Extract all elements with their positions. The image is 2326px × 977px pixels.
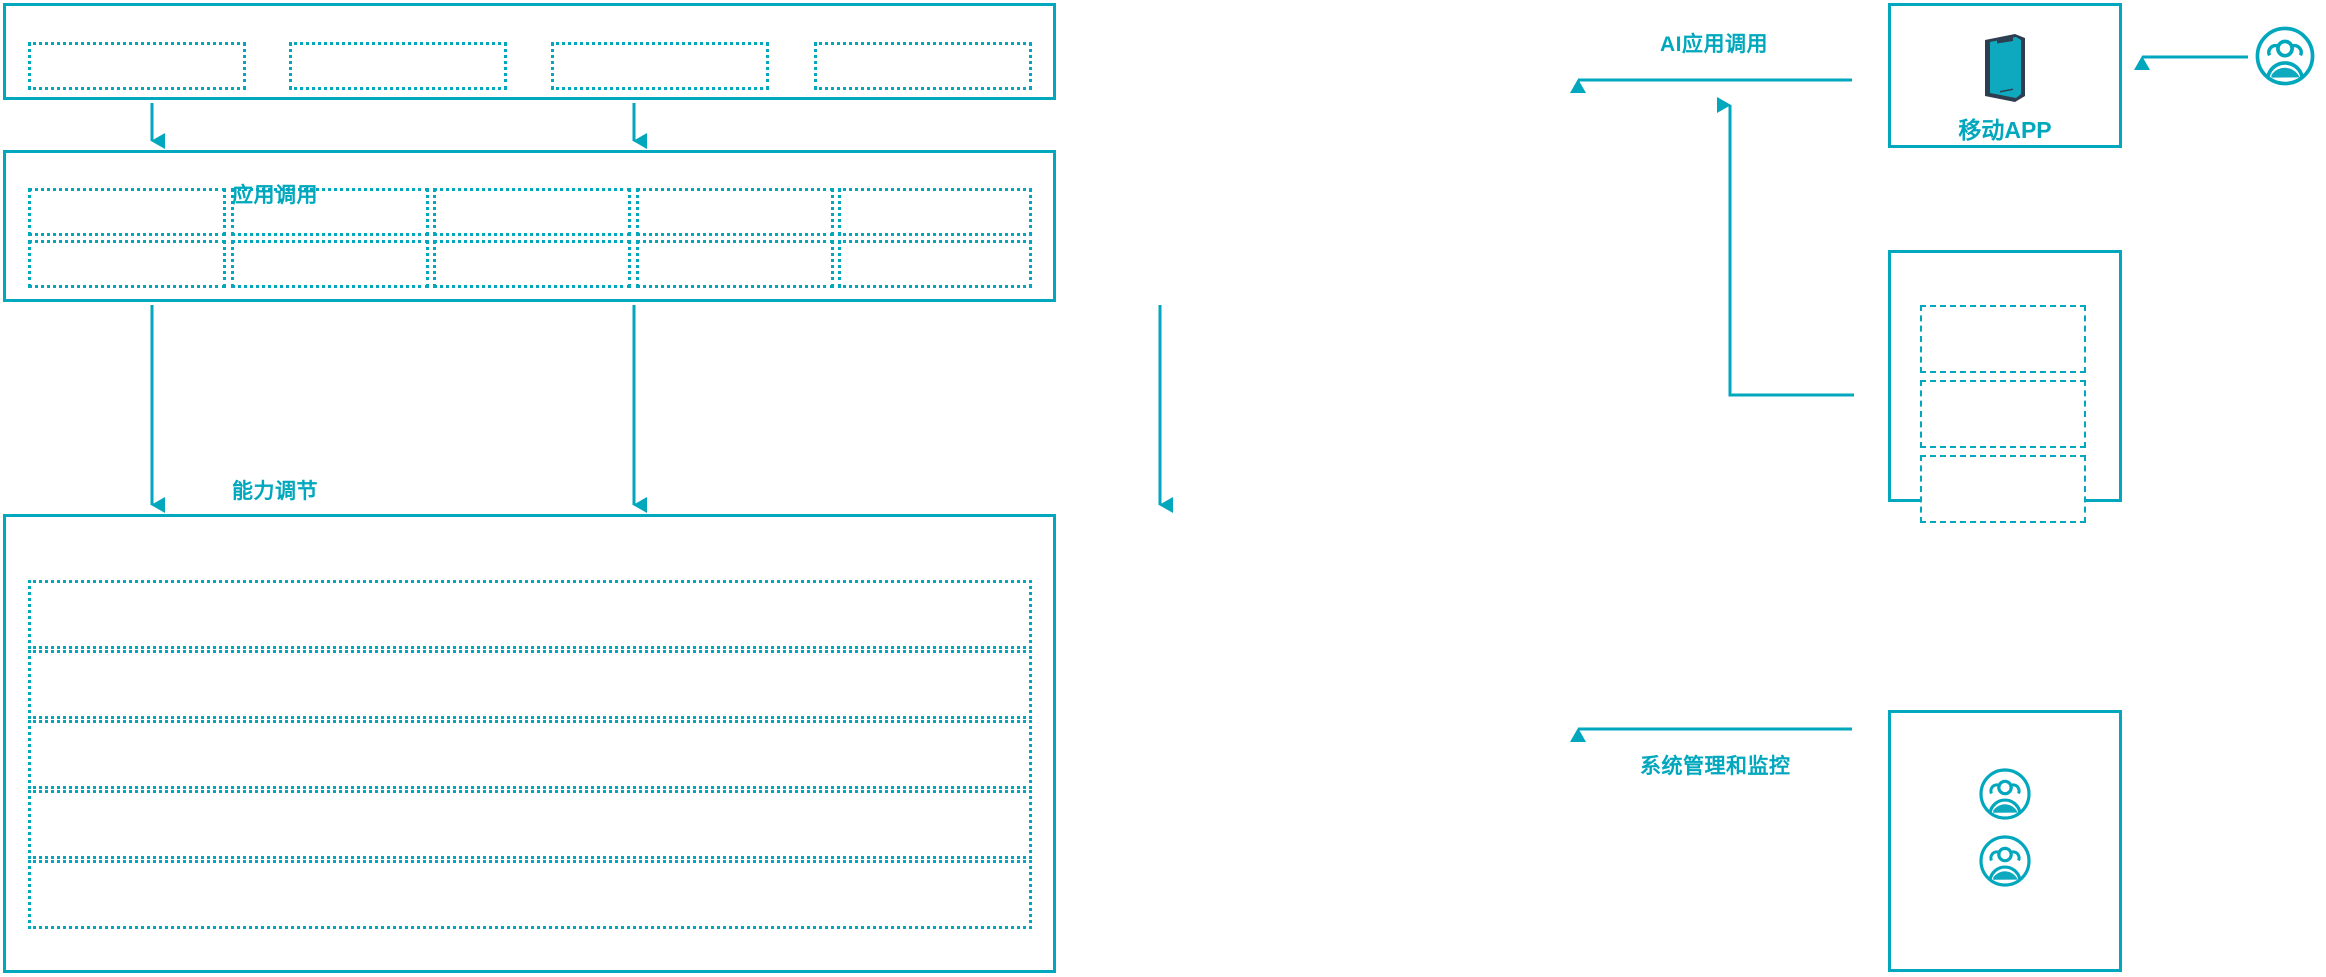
terminal-panel[interactable]	[1888, 250, 2122, 523]
capability-slot-r1c4[interactable]	[636, 188, 834, 236]
platform-row-1[interactable]	[28, 580, 1032, 649]
flow-label-ai-app-call: AI应用调用	[1660, 33, 1768, 56]
capability-slot-r1c3[interactable]	[433, 188, 631, 236]
capability-slot-r2c4[interactable]	[636, 240, 834, 288]
application-slot-4[interactable]	[814, 42, 1032, 90]
application-slot-1[interactable]	[28, 42, 246, 90]
application-slot-2[interactable]	[289, 42, 507, 90]
capability-layer-panel[interactable]	[3, 150, 1056, 302]
flow-label-app-call: 应用调用	[232, 184, 318, 207]
capability-slot-r1c2[interactable]	[231, 188, 429, 236]
terminal-slot-1[interactable]	[1920, 305, 2086, 373]
capability-slot-r1c5[interactable]	[838, 188, 1032, 236]
operator-2-users-group-icon[interactable]	[1978, 834, 2032, 888]
arrow-terminal-riser	[1717, 97, 1854, 397]
flow-label-sys-monitor: 系统管理和监控	[1640, 755, 1791, 778]
mobile-phone-icon	[1975, 30, 2035, 108]
mobile-app-caption: 移动APP	[1958, 117, 2052, 143]
terminal-slot-2[interactable]	[1920, 380, 2086, 448]
application-slot-3[interactable]	[551, 42, 769, 90]
capability-slot-r2c3[interactable]	[433, 240, 631, 288]
capability-slot-r2c1[interactable]	[28, 240, 226, 288]
mobile-app-panel[interactable]: 移动APP	[1888, 3, 2122, 148]
operations-panel[interactable]	[1888, 710, 2122, 972]
flow-label-capability-tune: 能力调节	[232, 480, 318, 503]
platform-row-3[interactable]	[28, 720, 1032, 789]
platform-layer-panel[interactable]	[3, 514, 1056, 973]
capability-slot-r1c1[interactable]	[28, 188, 226, 236]
platform-row-5[interactable]	[28, 860, 1032, 929]
operator-1-users-group-icon[interactable]	[1978, 767, 2032, 821]
end-user-actor-users-group-icon[interactable]	[2254, 25, 2316, 87]
platform-row-2[interactable]	[28, 650, 1032, 719]
platform-row-4[interactable]	[28, 790, 1032, 859]
application-layer-panel[interactable]	[3, 3, 1056, 100]
terminal-slot-3[interactable]	[1920, 455, 2086, 523]
capability-slot-r2c5[interactable]	[838, 240, 1032, 288]
capability-slot-r2c2[interactable]	[231, 240, 429, 288]
